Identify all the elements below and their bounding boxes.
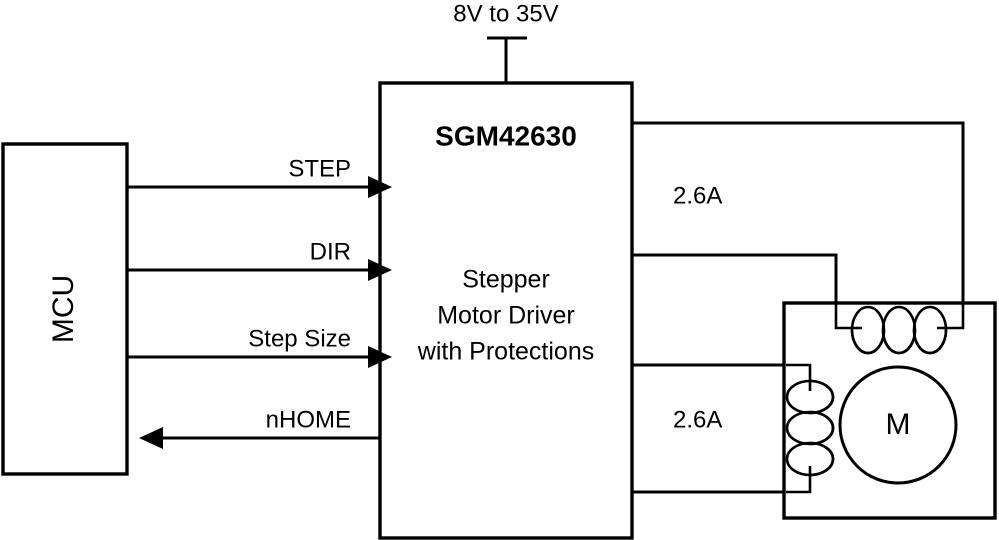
coil-a-link-3 bbox=[912, 329, 948, 355]
coil-a-link-1 bbox=[850, 329, 886, 355]
signal-label-step: STEP bbox=[288, 155, 351, 182]
output-current-label-a: 2.6A bbox=[673, 182, 722, 209]
signal-label-dir: DIR bbox=[310, 238, 351, 265]
driver-description-line-1: Stepper bbox=[462, 266, 550, 294]
signal-label-nhome: nHOME bbox=[266, 406, 351, 433]
coil-a-link-2 bbox=[881, 329, 917, 355]
motor-label: M bbox=[886, 408, 911, 441]
step-size-arrow-head-icon bbox=[368, 346, 392, 368]
output-wire-a2 bbox=[632, 253, 838, 303]
signal-wire-nhome bbox=[139, 427, 380, 449]
signal-wire-dir bbox=[127, 259, 392, 281]
driver-box[interactable] bbox=[378, 81, 634, 540]
step-arrow-head-icon bbox=[368, 176, 392, 198]
coil-b-link-2 bbox=[809, 410, 835, 446]
driver-description-line-2: Motor Driver bbox=[437, 302, 575, 330]
mcu-box[interactable] bbox=[1, 142, 129, 476]
coil-b-top-shoulder bbox=[786, 363, 812, 391]
driver-description-line-3: with Protections bbox=[417, 338, 594, 366]
mcu-label: MCU bbox=[47, 275, 80, 343]
dir-arrow-head-icon bbox=[368, 259, 392, 281]
output-wire-a1 bbox=[632, 121, 965, 303]
motor-coil-a-horizontal-icon bbox=[834, 303, 965, 355]
signal-wire-step-size bbox=[127, 346, 392, 368]
nhome-arrow-head-icon bbox=[139, 427, 163, 449]
power-supply-group bbox=[487, 36, 527, 83]
output-current-label-b: 2.6A bbox=[673, 406, 722, 433]
coil-b-link-3 bbox=[809, 441, 835, 477]
coil-b-link-1 bbox=[809, 379, 835, 415]
power-supply-label: 8V to 35V bbox=[453, 0, 558, 27]
signal-wire-step bbox=[127, 176, 392, 198]
driver-part-number-label: SGM42630 bbox=[435, 120, 577, 151]
motor-coil-b-vertical-icon bbox=[785, 363, 835, 494]
signal-label-step-size: Step Size bbox=[248, 325, 351, 352]
motor-rotor-circle-icon bbox=[838, 365, 958, 485]
